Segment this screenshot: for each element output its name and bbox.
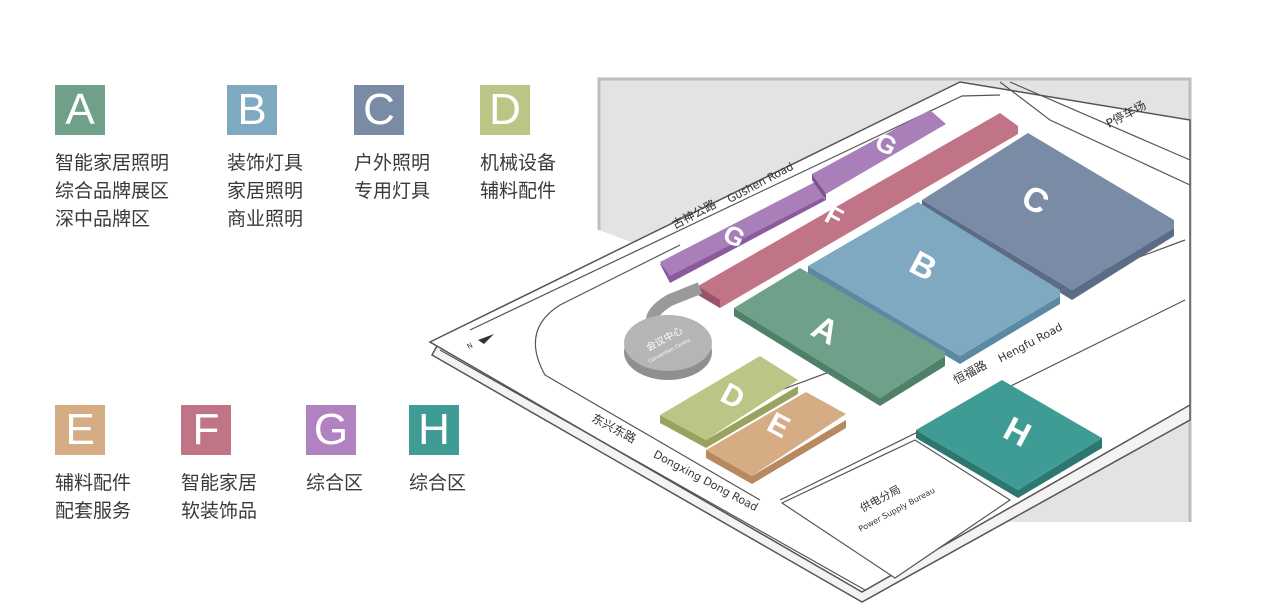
- hall-g2: [812, 110, 946, 194]
- legend-desc-b: 装饰灯具 家居照明 商业照明: [227, 149, 303, 233]
- legend-line: 商业照明: [227, 208, 304, 230]
- legend-desc-a: 智能家居照明 综合品牌展区 深中品牌区: [55, 149, 169, 233]
- legend-badge-h: H: [409, 405, 459, 455]
- conference-centre: [624, 315, 712, 371]
- power-supply-lot: [780, 439, 1012, 579]
- legend-item-a: A 智能家居照明 综合品牌展区 深中品牌区: [55, 85, 169, 233]
- legend-badge-g: G: [306, 405, 356, 455]
- hall-c: [922, 133, 1174, 290]
- hall-f: [698, 113, 1018, 308]
- legend-item-c: C 户外照明 专用灯具: [354, 85, 430, 205]
- north-label: N: [466, 341, 474, 351]
- road-dongxing-edge: [439, 349, 866, 591]
- legend-desc-f: 智能家居 软装饰品: [181, 469, 257, 525]
- legend-line: 软装饰品: [181, 500, 258, 522]
- hall-a: [734, 268, 945, 398]
- legend-desc-c: 户外照明 专用灯具: [354, 149, 430, 205]
- hall-e: [706, 392, 846, 476]
- legend-line: 专用灯具: [354, 180, 431, 202]
- legend-desc-e: 辅料配件 配套服务: [55, 469, 131, 525]
- legend-line: 综合品牌展区: [55, 180, 170, 202]
- hall-b: [808, 202, 1060, 356]
- hall-b-side: [808, 266, 1060, 364]
- north-arrow-icon: N: [466, 334, 494, 351]
- legend-line: 家居照明: [227, 180, 304, 202]
- legend-line: 智能家居照明: [55, 152, 170, 174]
- legend-item-f: F 智能家居 软装饰品: [181, 405, 257, 525]
- legend-badge-a: A: [55, 85, 105, 135]
- road-outline-inner: [469, 94, 1001, 331]
- legend-item-h: H 综合区: [409, 405, 466, 497]
- legend-badge-c: C: [354, 85, 404, 135]
- legend-line: 配套服务: [55, 500, 132, 522]
- legend-item-d: D 机械设备 辅料配件: [480, 85, 556, 205]
- legend-line: 深中品牌区: [55, 208, 151, 230]
- hall-c-side: [922, 200, 1174, 300]
- legend-line: 装饰灯具: [227, 152, 304, 174]
- legend-line: 辅料配件: [55, 472, 132, 494]
- road-parking-divider-2: [1009, 81, 1191, 161]
- hall-h-side: [916, 430, 1102, 498]
- legend-badge-f: F: [181, 405, 231, 455]
- road-loop: [534, 244, 761, 501]
- legend-line: 机械设备: [480, 152, 557, 174]
- legend-item-b: B 装饰灯具 家居照明 商业照明: [227, 85, 303, 233]
- hall-g1-face: [660, 182, 826, 276]
- legend-line: 综合区: [409, 472, 467, 494]
- legend-badge-b: B: [227, 85, 277, 135]
- hall-h: [916, 380, 1102, 490]
- legend-desc-h: 综合区: [409, 469, 466, 497]
- legend-line: 户外照明: [354, 152, 431, 174]
- legend-line: 智能家居: [181, 472, 258, 494]
- legend-badge-e: E: [55, 405, 105, 455]
- hall-f-side: [698, 286, 720, 308]
- legend-line: 综合区: [306, 472, 364, 494]
- legend-line: 辅料配件: [480, 180, 557, 202]
- legend-desc-g: 综合区: [306, 469, 363, 497]
- legend-desc-d: 机械设备 辅料配件: [480, 149, 556, 205]
- legend-item-e: E 辅料配件 配套服务: [55, 405, 131, 525]
- legend-item-g: G 综合区: [306, 405, 363, 497]
- hall-g2-side: [812, 174, 826, 200]
- legend-badge-d: D: [480, 85, 530, 135]
- hall-d: [660, 356, 798, 440]
- road-parking-divider: [999, 81, 1191, 186]
